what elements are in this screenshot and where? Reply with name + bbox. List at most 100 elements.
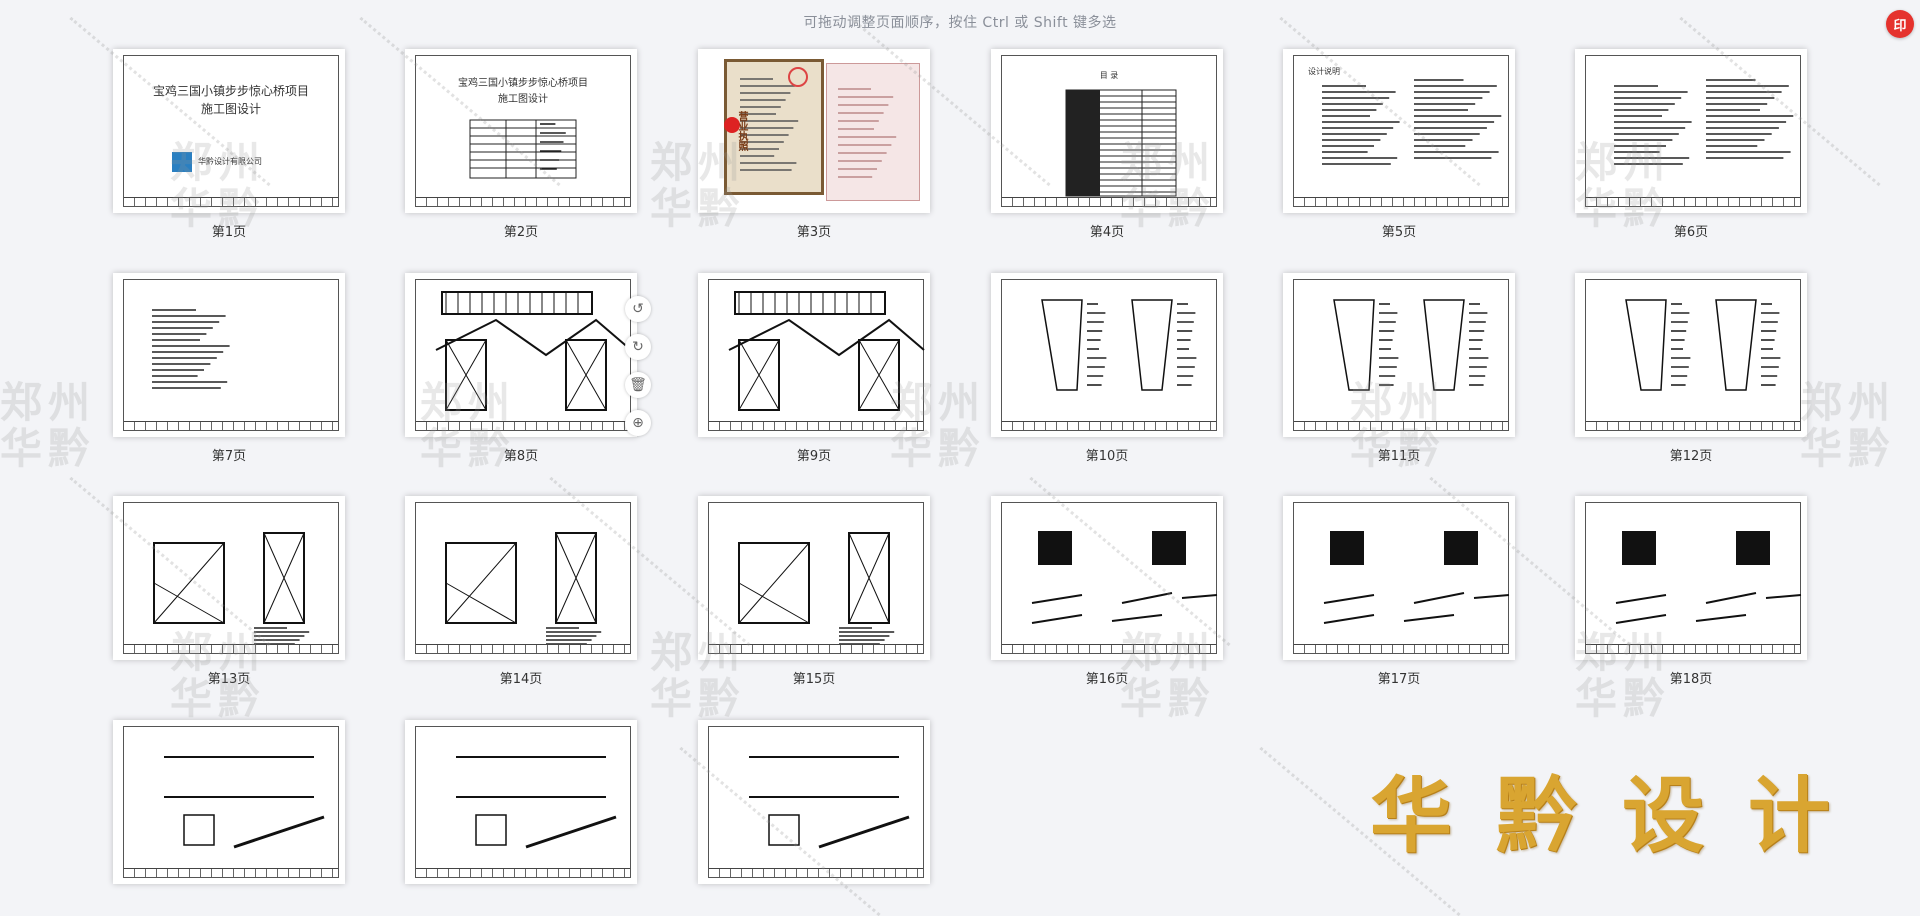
page-preview[interactable] [1283,496,1515,660]
drawing-frame [708,502,924,654]
watermark-line-1: 郑州 [0,378,97,427]
page-thumbnail[interactable]: 目 录第4页 [991,49,1223,240]
page-thumbnail[interactable]: 宝鸡三国小镇步步惊心桥项目 施工图设计 华黔设计有限公司第1页 [113,49,345,240]
drawing-title-block [1002,421,1216,430]
page-preview[interactable] [405,720,637,884]
page-thumbnail[interactable]: 第17页 [1283,496,1515,687]
drawing-frame [1585,502,1802,654]
page-thumbnail[interactable]: 设计说明第5页 [1283,49,1515,240]
drawing-title-block [1294,197,1508,206]
drawing-title-block [124,868,338,877]
page-preview[interactable] [991,496,1223,660]
delete-icon[interactable]: 🗑 [625,372,651,398]
page-number-label: 第15页 [792,672,836,687]
page-thumbnail[interactable]: 第15页 [698,496,930,687]
page-number-label: 第9页 [796,449,832,464]
doc-title-line-2: 施工图设计 [200,102,261,116]
page-number-label: 第8页 [503,449,539,464]
page-preview[interactable]: 营业执照 [698,49,930,213]
drawing-frame [123,726,339,878]
page-number-label: 第17页 [1377,672,1421,687]
page-number-label: 第3页 [796,225,832,240]
drawing-title-block [124,421,338,430]
drawing-frame [1585,55,1801,207]
page-preview[interactable] [1575,496,1807,660]
page-tools: ↺ ↻ 🗑 ⊕ [625,296,651,436]
page-thumbnail[interactable]: 宝鸡三国小镇步步惊心桥项目 施工图设计 第2页 [405,49,637,240]
doc-title-line-1: 宝鸡三国小镇步步惊心桥项目 [458,78,588,89]
drawing-frame [123,502,339,654]
drawing-frame: 宝鸡三国小镇步步惊心桥项目 施工图设计 华黔设计有限公司 [123,55,339,207]
page-heading: 设计说明 [1308,67,1340,76]
doc-title-line-2: 施工图设计 [498,94,548,105]
page-thumbnail[interactable]: 营业执照第3页 [698,49,930,240]
page-number-label: 第2页 [503,225,539,240]
page-preview[interactable] [698,273,930,437]
page-thumbnail[interactable]: 第12页 [1575,273,1807,464]
watermark-line-1: 郑州 [1800,378,1897,427]
page-preview[interactable] [1283,273,1515,437]
rotate-right-icon[interactable]: ↻ [625,334,651,360]
drawing-title-block [416,197,630,206]
page-thumbnail[interactable]: 第7页 [113,273,345,464]
watermark-text: 郑州华黔 [1800,380,1896,472]
page-preview[interactable]: 宝鸡三国小镇步步惊心桥项目 施工图设计 [405,49,637,213]
add-page-icon[interactable]: ⊕ [625,410,651,436]
drawing-title-block [416,868,630,877]
rotate-left-icon[interactable]: ↺ [625,296,651,322]
page-number-label: 第11页 [1377,449,1421,464]
page-number-label: 第18页 [1669,672,1713,687]
page-preview[interactable] [113,273,345,437]
page-preview[interactable] [405,496,637,660]
drawing-title-block [1002,197,1216,206]
drawing-frame: 目 录 [1001,55,1217,207]
drawing-frame [415,279,632,431]
page-preview[interactable] [1575,273,1807,437]
page-preview[interactable]: 设计说明 [1283,49,1515,213]
drawing-frame [415,726,631,878]
page-preview[interactable] [698,720,930,884]
page-preview[interactable] [1575,49,1807,213]
page-thumbnail[interactable]: 第11页 [1283,273,1515,464]
drawing-title-block [124,644,338,653]
page-thumbnail[interactable]: 第16页 [991,496,1223,687]
license-stamp-text: 营业执照 [736,111,747,151]
drawing-title-block [416,644,630,653]
page-thumbnail[interactable]: 第9页 [698,273,930,464]
page-thumbnail[interactable]: 第18页 [1575,496,1807,687]
drawing-frame [1293,279,1509,431]
company-logo [172,152,192,172]
page-preview[interactable] [405,273,637,437]
page-preview[interactable]: 目 录 [991,49,1223,213]
page-heading: 目 录 [1099,71,1119,80]
page-number-label: 第12页 [1669,449,1713,464]
drawing-title-block [1586,421,1800,430]
page-preview[interactable] [698,496,930,660]
page-preview[interactable] [991,273,1223,437]
drawing-title-block [709,644,923,653]
page-number-label: 第5页 [1381,225,1417,240]
drawing-title-block [709,421,923,430]
page-thumbnail[interactable]: 第13页 [113,496,345,687]
page-thumbnail[interactable]: 第8页 [405,273,637,464]
stamp-icon[interactable]: 印 [1886,10,1914,38]
page-thumbnail[interactable]: 第10页 [991,273,1223,464]
company-name: 华黔设计有限公司 [198,157,262,166]
drawing-frame [415,502,631,654]
page-thumbnail[interactable] [405,720,637,884]
drawing-frame [1001,502,1218,654]
license-image-2 [826,63,920,201]
brand-watermark: 华黔设计 [1369,768,1874,864]
drawing-title-block [1294,644,1508,653]
page-number-label: 第10页 [1085,449,1129,464]
page-thumbnail[interactable]: 第14页 [405,496,637,687]
page-number-label: 第13页 [207,672,251,687]
page-preview[interactable] [113,496,345,660]
page-number-label: 第7页 [211,449,247,464]
drawing-title-block [1586,197,1800,206]
page-preview[interactable] [113,720,345,884]
page-preview[interactable]: 宝鸡三国小镇步步惊心桥项目 施工图设计 华黔设计有限公司 [113,49,345,213]
page-thumbnail[interactable] [113,720,345,884]
page-thumbnail[interactable]: 第6页 [1575,49,1807,240]
page-thumbnail[interactable] [698,720,930,884]
